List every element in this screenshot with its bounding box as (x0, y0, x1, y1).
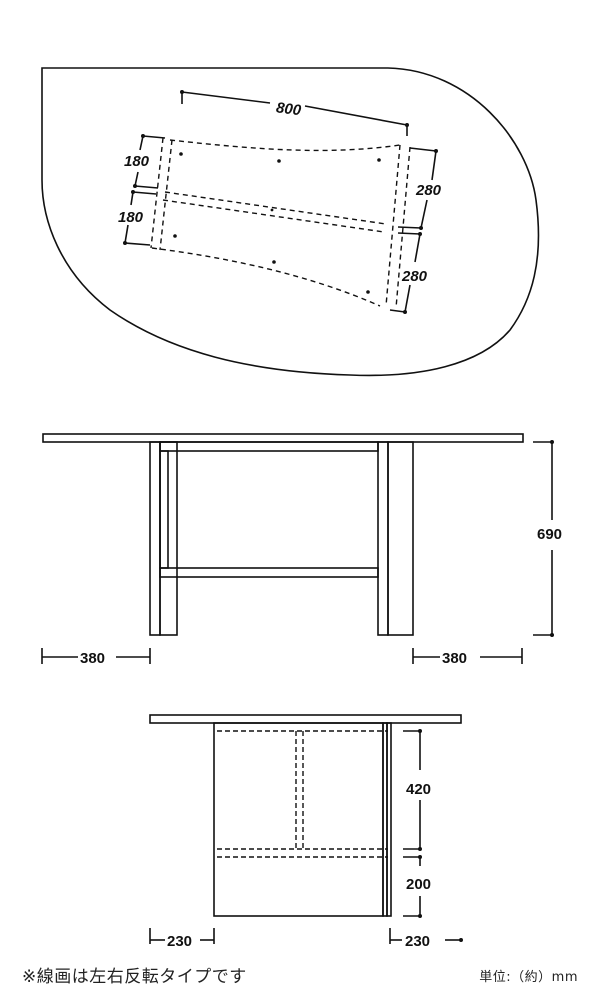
dim-label-280-lower: 280 (401, 268, 428, 285)
dim-230-right-line (389, 928, 463, 944)
dim-420-200-line (403, 729, 422, 918)
dim-label-280-upper: 280 (415, 182, 442, 199)
front-view (41, 433, 554, 664)
front-right-leg-inner (377, 441, 389, 636)
base-bottom-edge (151, 247, 381, 307)
front-upper-apron (159, 441, 379, 452)
dim-label-380-left: 380 (80, 650, 105, 667)
dim-label-230-right: 230 (405, 933, 430, 950)
unit-label: 単位:（約）mm (479, 970, 578, 985)
stretcher-line-2 (162, 199, 385, 233)
front-right-leg-outer (387, 441, 414, 636)
front-inner-post (159, 450, 169, 569)
base-top-edge (169, 139, 401, 152)
dim-label-420: 420 (406, 781, 431, 798)
dim-label-690: 690 (537, 526, 562, 543)
tabletop-outline (41, 67, 540, 377)
bolt-dots (173, 152, 381, 294)
dim-label-230-left: 230 (167, 933, 192, 950)
dim-690-line (533, 440, 554, 637)
dim-label-180-upper: 180 (124, 153, 150, 170)
dim-230-left-line (149, 928, 215, 944)
top-view (41, 67, 540, 377)
side-tabletop (149, 714, 462, 724)
dim-label-800: 800 (275, 99, 303, 119)
dim-label-200: 200 (406, 876, 431, 893)
side-view (149, 714, 463, 944)
front-left-leg-outer (149, 441, 161, 636)
dim-800-line (180, 90, 409, 136)
left-leg-line-1 (150, 137, 164, 249)
dim-280-right (389, 147, 438, 314)
dim-380-right-line (412, 648, 523, 664)
front-lower-stretcher (159, 567, 379, 578)
stretcher-line-1 (164, 191, 387, 225)
dim-380-left-line (41, 648, 151, 664)
left-leg-line-2 (159, 139, 173, 251)
front-tabletop (42, 433, 524, 443)
dim-label-380-right: 380 (442, 650, 467, 667)
dim-label-180-lower: 180 (118, 209, 144, 226)
side-edge-strip-2 (386, 722, 392, 917)
side-leg-panel (213, 722, 384, 917)
mirror-note: ※線画は左右反転タイプです (22, 967, 247, 987)
side-hidden-lines (217, 730, 388, 858)
dim-180-left (123, 134, 166, 246)
